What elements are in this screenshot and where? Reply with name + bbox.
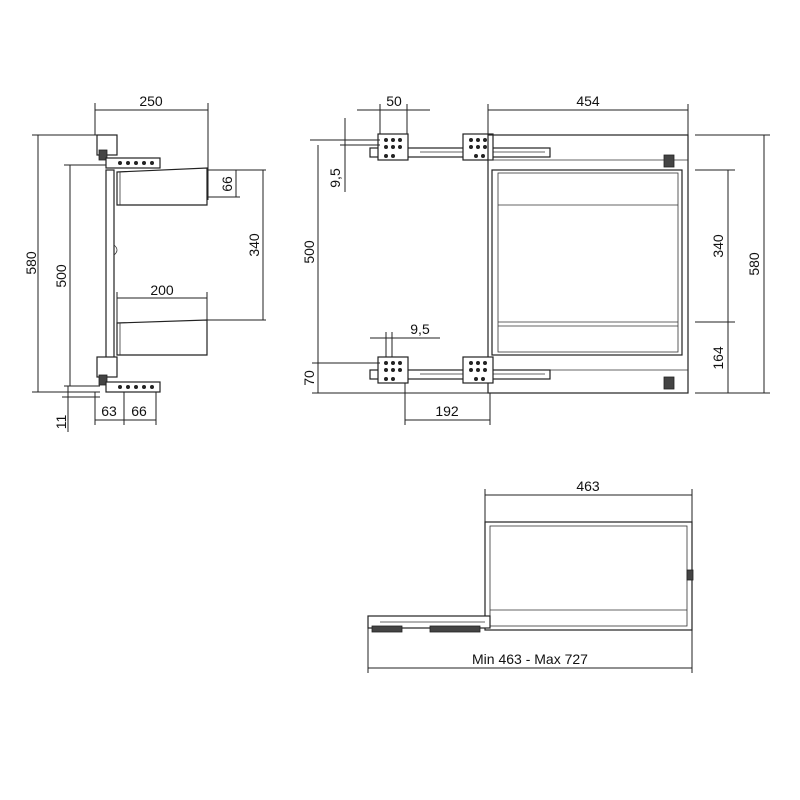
svg-text:9,5: 9,5 [327,168,343,188]
side-upper-bin [116,167,208,206]
front-right-clip-bottom [663,376,675,390]
svg-text:164: 164 [710,346,726,370]
side-post [105,169,115,371]
side-top-rail [105,157,161,169]
dim-side-bottom-offset: 11 [53,386,100,432]
dim-side-width: 250 [94,93,209,200]
dim-front-top-offset: 9,5 [310,118,380,192]
plan-frame [484,521,693,631]
front-top-rail [369,147,551,158]
svg-text:340: 340 [246,233,262,257]
dim-front-bracket-width: 50 [357,93,430,134]
front-bottom-left-bracket [377,356,409,384]
dim-side-bin-height: 66 [207,169,240,198]
svg-text:500: 500 [53,264,69,288]
svg-text:340: 340 [710,234,726,258]
front-top-left-bracket [377,133,409,161]
plan-rail-foot-right [429,625,481,633]
side-lower-bin [116,319,208,356]
plan-right-clip [686,569,694,581]
dim-side-bin-spacing: 340 [207,169,266,321]
dim-front-total: 580 [695,134,770,394]
dim-front-lower: 164 [695,322,735,394]
svg-text:Min 463 - Max 727: Min 463 - Max 727 [472,651,588,667]
dim-side-total-height: 580 [23,134,100,393]
svg-text:454: 454 [576,93,600,109]
svg-text:580: 580 [23,251,39,275]
svg-text:9,5: 9,5 [410,321,430,337]
dim-front-lower-offset: 9,5 [370,321,440,357]
svg-text:500: 500 [301,240,317,264]
side-bottom-rail [105,381,161,393]
front-bottom-right-bracket [462,356,494,384]
dim-front-inner: 340 [695,169,735,323]
side-bottom-clip [98,374,108,386]
front-frame-outer [487,134,689,394]
front-bottom-rail [369,369,551,380]
side-view: 250 580 500 66 340 [23,93,266,432]
svg-text:50: 50 [386,93,402,109]
svg-text:11: 11 [53,415,69,430]
dim-front-rail: 192 [404,383,491,425]
svg-text:200: 200 [150,282,174,298]
dim-side-base: 63 66 [94,392,157,425]
dim-side-bin-width: 200 [116,282,208,323]
plan-rail-foot-left [371,625,403,633]
svg-text:66: 66 [131,403,147,419]
plan-view: 463 Min 463 - Max 727 [367,478,694,673]
svg-text:192: 192 [435,403,459,419]
dim-front-bottom: 70 [301,363,488,394]
dim-front-height: 500 [301,145,380,364]
svg-text:63: 63 [101,403,117,419]
side-top-clip [98,149,108,161]
side-top-rail-holes [118,161,154,165]
front-basket [491,169,683,356]
svg-text:70: 70 [301,370,317,386]
front-right-clip-top [663,154,675,168]
svg-text:250: 250 [139,93,163,109]
dim-front-frame-width: 454 [487,93,689,135]
svg-text:463: 463 [576,478,600,494]
side-hook [113,244,118,256]
front-view: 50 454 9,5 500 9,5 [301,93,770,425]
svg-text:66: 66 [219,176,235,192]
svg-text:580: 580 [746,252,762,276]
side-bottom-bracket [96,356,118,378]
side-bottom-rail-holes [118,385,154,389]
dim-side-inner-height: 500 [53,164,106,387]
dim-plan-width: 463 [484,478,693,522]
dim-plan-extension: Min 463 - Max 727 [367,628,693,673]
